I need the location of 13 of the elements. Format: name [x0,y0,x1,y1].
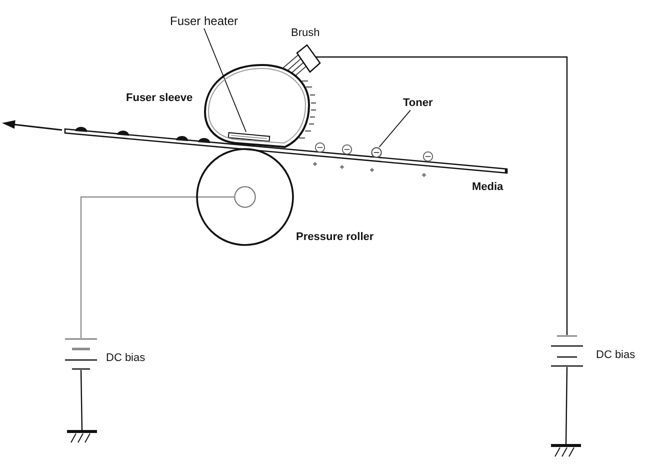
leader-line [378,110,411,148]
bias-label: DC bias [596,349,636,362]
part-label: Fuser sleeve [126,92,193,106]
part-label: Media [472,181,504,194]
part-label: Toner [403,97,433,110]
part-label: Pressure roller [296,231,374,244]
bias-label: DC bias [106,352,146,366]
wire [80,196,234,338]
wire [565,367,568,444]
part-label: Brush [291,27,320,40]
wire [316,56,568,335]
part-label: Fuser heater [170,14,238,28]
wire [80,370,83,430]
